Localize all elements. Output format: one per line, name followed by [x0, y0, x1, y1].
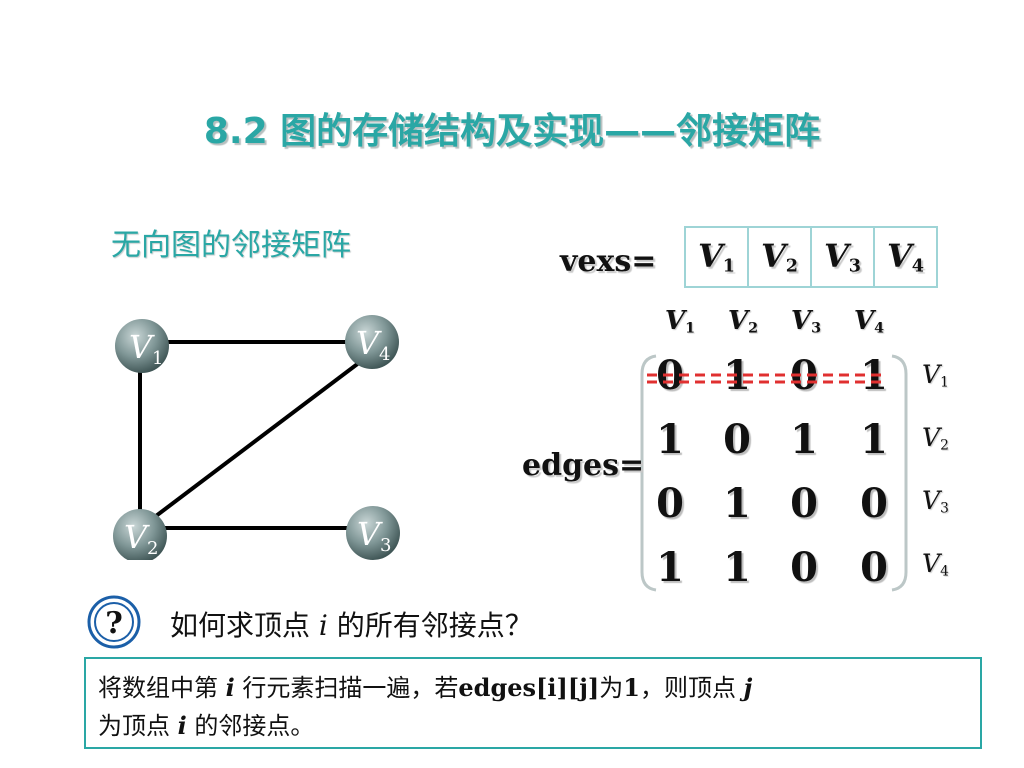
matrix-cell: 0 — [790, 480, 818, 527]
graph-node-v4: V 4 — [345, 315, 399, 369]
graph-node-v2: V 2 — [113, 509, 167, 560]
matrix-cell: 0 — [860, 480, 888, 527]
edges-label: edges= — [522, 448, 645, 483]
matrix-cell: 1 — [723, 544, 751, 591]
matrix-cell: 1 — [656, 544, 684, 591]
row-header: V1 — [922, 360, 949, 391]
row-header: V3 — [922, 486, 949, 517]
question-mark-icon: ? — [87, 595, 141, 649]
section-subtitle: 无向图的邻接矩阵 — [111, 228, 351, 263]
slide-title: 8.2 图的存储结构及实现——邻接矩阵 — [203, 111, 821, 152]
matrix-cell: 1 — [790, 416, 818, 463]
svg-text:?: ? — [105, 606, 123, 641]
matrix-cell: 1 — [723, 480, 751, 527]
question-text: 如何求顶点 i 的所有邻接点？ — [170, 609, 533, 642]
vexs-label: vexs= — [560, 244, 657, 279]
vexs-cell: V3 — [810, 226, 875, 288]
matrix-cell: 0 — [790, 544, 818, 591]
column-header: V3 — [790, 306, 822, 337]
row-header: V4 — [922, 549, 949, 580]
column-header: V2 — [727, 306, 759, 337]
node-index: 1 — [152, 348, 163, 369]
vexs-cell: V4 — [873, 226, 938, 288]
node-index: 4 — [379, 344, 390, 365]
node-letter: V — [357, 515, 383, 553]
node-letter: V — [356, 324, 382, 362]
column-header: V1 — [664, 306, 696, 337]
vexs-cell: V1 — [684, 226, 749, 288]
matrix-cell: 1 — [860, 416, 888, 463]
vexs-array: V1 V2 V3 V4 — [684, 226, 938, 288]
matrix-brackets — [640, 354, 908, 592]
node-index: 3 — [380, 535, 391, 556]
matrix-cell: 0 — [656, 480, 684, 527]
graph-diagram: V 1 V 4 V 2 V 3 — [113, 315, 400, 560]
column-header: V4 — [853, 306, 885, 337]
vexs-cell: V2 — [747, 226, 812, 288]
matrix-cell: 0 — [723, 416, 751, 463]
row-scan-highlight — [647, 373, 887, 384]
edge-v2-v4 — [146, 354, 370, 524]
graph-node-v1: V 1 — [115, 319, 169, 373]
node-index: 2 — [147, 538, 158, 559]
node-letter: V — [129, 328, 155, 366]
graph-node-v3: V 3 — [346, 506, 400, 560]
matrix-cell: 1 — [656, 416, 684, 463]
matrix-cell: 0 — [860, 544, 888, 591]
node-letter: V — [124, 518, 150, 556]
row-header: V2 — [922, 423, 949, 454]
